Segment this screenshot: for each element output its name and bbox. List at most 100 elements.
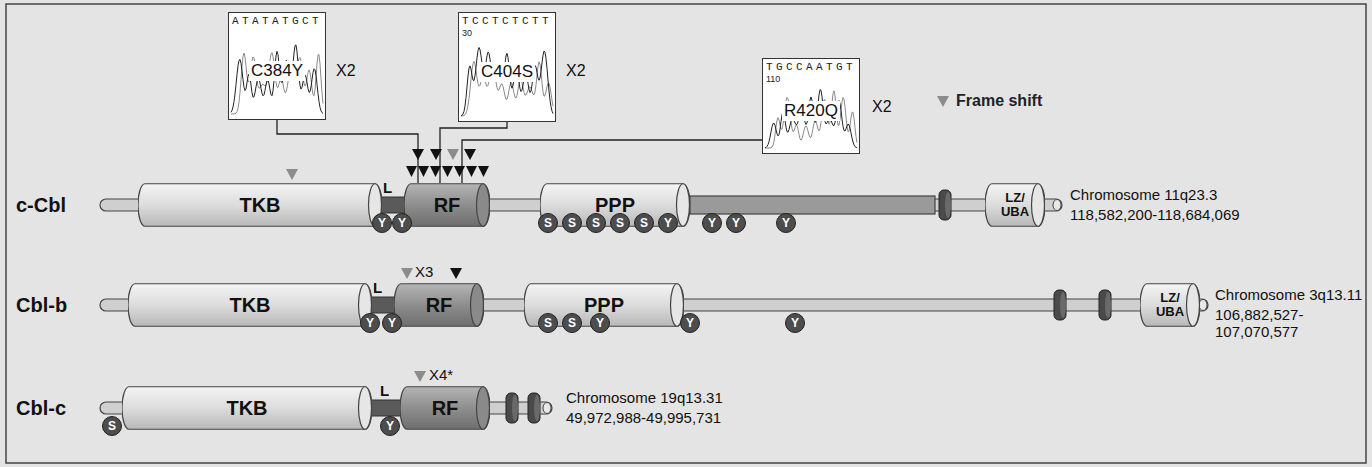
domain-cylinder: TKB (128, 283, 372, 327)
residue-letter: Y (681, 314, 699, 332)
phospho-site-circle: S (610, 213, 630, 233)
phospho-site-circle: Y (380, 416, 400, 436)
mutation-triangle (406, 166, 417, 177)
phospho-site-circle: S (634, 213, 654, 233)
domain-name: TKB (239, 194, 280, 216)
linker-segment (370, 400, 402, 416)
cylinder-body (128, 284, 372, 327)
cylinder-face (477, 387, 490, 430)
dark-ring-face (1060, 292, 1066, 318)
phospho-site-circle: Y (680, 313, 700, 333)
dark-ring (506, 393, 518, 423)
legend-triangle (937, 96, 949, 107)
cylinder-body (394, 284, 484, 327)
residue-letter: S (587, 214, 605, 232)
trace-dark (231, 45, 323, 114)
base-sequence: TGCCAATGT (766, 61, 856, 74)
residue-letter: S (563, 314, 581, 332)
domain-cylinder: LZ/ UBA (1140, 283, 1200, 327)
protein-bar: Cbl-bTKBRFPPPLZ/ UBAYYSSYYY (0, 270, 1372, 340)
mutation-count: X3 (415, 263, 433, 280)
protein-name: c-Cbl (16, 193, 66, 217)
base-position: 30 (462, 28, 472, 38)
phospho-site-circle: Y (590, 313, 610, 333)
mutation-triangle (466, 166, 477, 177)
phospho-site-circle: Y (785, 313, 805, 333)
residue-letter: S (539, 314, 557, 332)
base-sequence: TCCTCTCTT (462, 15, 552, 28)
phospho-site-circle: Y (372, 213, 392, 233)
phospho-site-circle: Y (726, 213, 746, 233)
phospho-site-circle: Y (658, 213, 678, 233)
phospho-site-circle: S (586, 213, 606, 233)
domain-cylinder: RF (394, 283, 484, 327)
mutation-name: C384Y (249, 61, 305, 81)
residue-letter: S (563, 214, 581, 232)
phospho-site-circle: S (562, 313, 582, 333)
phospho-site-circle: S (102, 416, 122, 436)
phospho-site-circle: S (538, 313, 558, 333)
trace-dark (461, 48, 553, 116)
domain-cylinder: RF (400, 386, 490, 430)
linker-label: L (380, 382, 389, 399)
residue-letter: Y (786, 314, 804, 332)
chromosome-location: Chromosome 19q13.31 (566, 389, 723, 406)
residue-letter: Y (393, 214, 411, 232)
base-position: 110 (766, 74, 780, 84)
cylinder-face (1187, 284, 1200, 327)
residue-letter: Y (383, 314, 401, 332)
residue-letter: Y (659, 214, 677, 232)
mutation-triangle (430, 166, 441, 177)
phospho-site-circle: Y (702, 213, 722, 233)
linker-segment (378, 197, 406, 213)
chromatogram-inset: TGCCAATGT110R420Q (762, 58, 860, 154)
domain-name: TKB (226, 397, 267, 419)
linker-segment (368, 297, 396, 313)
dark-ring (1054, 290, 1066, 320)
cylinder-face (359, 387, 372, 430)
mutation-triangle (430, 149, 442, 160)
dark-ring (1099, 290, 1111, 320)
legend-swatch (936, 94, 950, 108)
mutation-count: X2 (566, 62, 586, 80)
backbone-end (1199, 300, 1207, 311)
frameshift-triangle (414, 371, 426, 382)
backbone-end (543, 403, 551, 414)
frameshift-triangle (447, 149, 459, 160)
leader-connector (277, 120, 418, 183)
domain-cylinder: TKB (138, 183, 382, 227)
linker-label: L (373, 279, 382, 296)
dark-ring (528, 393, 540, 423)
protein-name: Cbl-b (16, 293, 67, 317)
residue-letter: S (539, 214, 557, 232)
mutation-count: X2 (872, 98, 892, 116)
frameshift-triangle (286, 169, 298, 180)
cylinder-face (1032, 184, 1045, 227)
trace-grey (461, 62, 553, 117)
mutation-triangle (442, 166, 453, 177)
domain-name: LZ/ UBA (1150, 291, 1190, 319)
frame-border (6, 4, 1366, 463)
cylinder-body (400, 387, 490, 430)
residue-letter: Y (373, 214, 391, 232)
cylinder-body (1140, 284, 1200, 327)
residue-letter: Y (727, 214, 745, 232)
chromosome-location: 118,582,200-118,684,069 (1070, 206, 1240, 223)
domain-name: RF (434, 194, 461, 216)
residue-letter: S (611, 214, 629, 232)
dark-ring-face (512, 395, 518, 421)
mutation-triangle (412, 149, 424, 160)
cylinder-body (985, 184, 1045, 227)
residue-letter: Y (591, 314, 609, 332)
chromatogram-inset: TCCTCTCTT30C404S (458, 12, 556, 122)
domain-name: PPP (595, 194, 635, 216)
linker-label: L (383, 179, 392, 196)
frameshift-triangle (401, 268, 413, 279)
residue-letter: S (103, 417, 121, 435)
mutation-triangle (454, 166, 465, 177)
domain-name: TKB (229, 294, 270, 316)
residue-letter: Y (703, 214, 721, 232)
base-sequence: ATATATGCT (232, 15, 322, 28)
dark-ring-face (534, 395, 540, 421)
